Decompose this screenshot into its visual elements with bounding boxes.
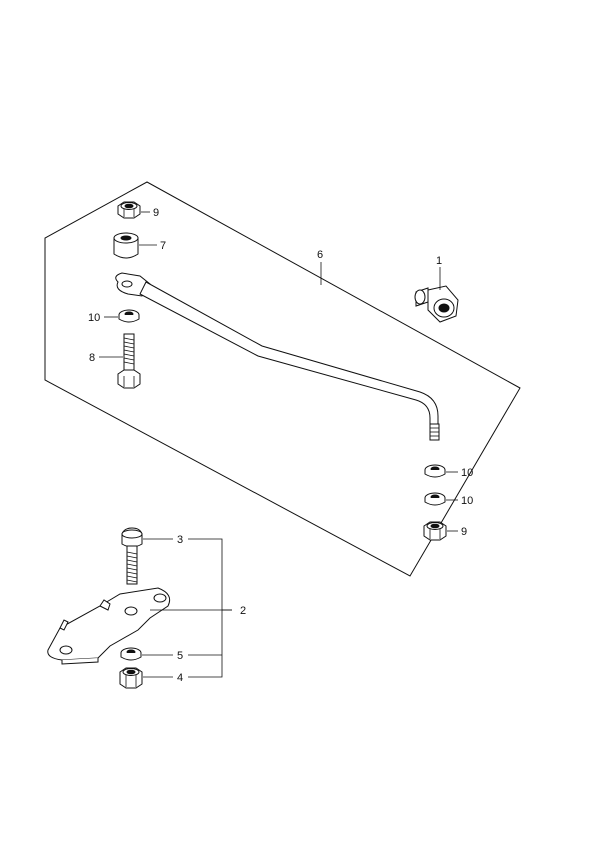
callout-7: 7 <box>160 240 166 252</box>
callout-1: 1 <box>436 255 442 267</box>
callout-10-left: 10 <box>88 312 100 324</box>
washer-10-right-b <box>424 492 446 506</box>
washer-10-left <box>118 309 140 323</box>
callout-5: 5 <box>177 650 183 662</box>
callout-2: 2 <box>240 605 246 617</box>
group-bracket-3-4 <box>188 538 223 678</box>
callout-6: 6 <box>317 249 323 261</box>
callout-8: 8 <box>89 352 95 364</box>
nut-4 <box>119 667 143 689</box>
bracket-2 <box>47 587 171 665</box>
callout-10-right-a: 10 <box>461 467 473 479</box>
callout-9-top: 9 <box>153 207 159 219</box>
bolt-3 <box>121 527 143 585</box>
tie-rod-6 <box>115 272 440 441</box>
washer-10-right-a <box>424 464 446 478</box>
callout-4: 4 <box>177 672 183 684</box>
fitting-1 <box>414 285 459 323</box>
nut-9-top <box>117 201 141 219</box>
bolt-8 <box>117 333 141 389</box>
callout-3: 3 <box>177 534 183 546</box>
assembly-outline <box>44 181 521 577</box>
washer-5 <box>120 647 142 661</box>
callout-9-bottom: 9 <box>461 526 467 538</box>
spacer-7 <box>113 232 139 259</box>
callout-10-right-b: 10 <box>461 495 473 507</box>
nut-9-bottom <box>423 521 447 541</box>
